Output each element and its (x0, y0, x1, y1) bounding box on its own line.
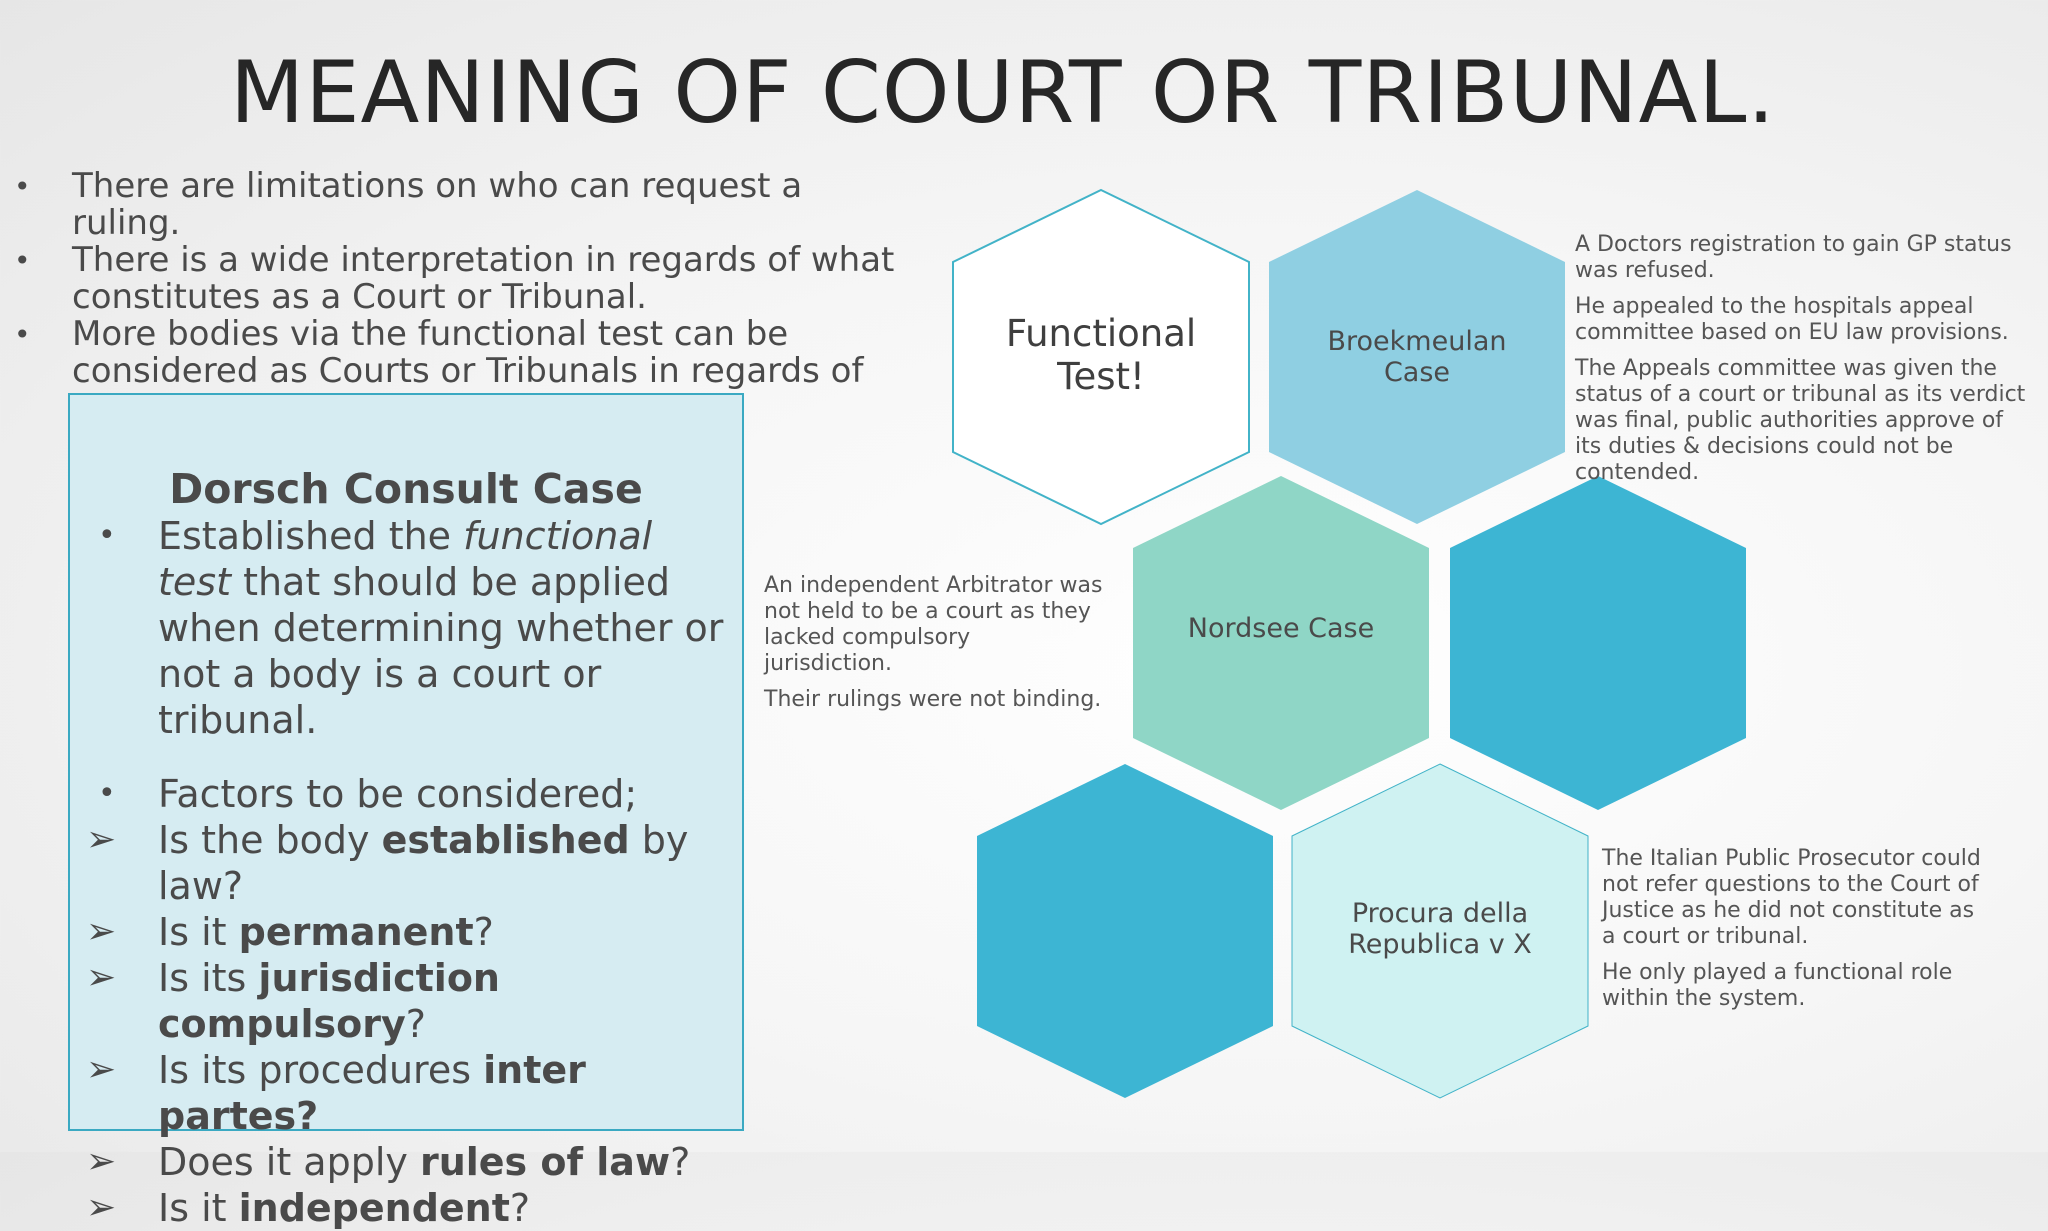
blue-hexagon-right (1450, 476, 1746, 810)
arrow-bullet-icon: ➢ (86, 1187, 117, 1228)
broekmeulan-label: Broekmeulan Case (1327, 326, 1507, 388)
broekmeulan-hexagon (1269, 190, 1565, 524)
functional-test-emphasis: functional test (158, 514, 653, 604)
blue-hexagon-left (977, 764, 1273, 1098)
procura-notes: The Italian Public Prosecutor could not … (1602, 846, 1981, 1011)
functional-test-label: Functional Test! (1005, 312, 1197, 398)
factor-keyword: permanent (238, 910, 474, 954)
nordsee-hexagon (1133, 476, 1429, 810)
factor-question: ➢Is the body established by law? (86, 818, 689, 908)
intro-bullet: There are limitations on who can request… (14, 168, 914, 242)
factor-keyword: jurisdiction compulsory (158, 956, 500, 1046)
arrow-bullet-icon: ➢ (86, 911, 117, 952)
factor-keyword: inter partes? (158, 1048, 586, 1138)
nordsee-notes: An independent Arbitrator was not held t… (764, 573, 1103, 712)
established-item: •Established the functional test that sh… (98, 514, 724, 742)
functional-test-hexagon (952, 188, 1250, 526)
panel-heading: Dorsch Consult Case (169, 465, 643, 513)
factor-question: ➢Is it independent? (86, 1186, 531, 1230)
intro-bullet-list: There are limitations on who can request… (14, 168, 914, 427)
factor-question: ➢Is it permanent? (86, 910, 494, 954)
broekmeulan-notes: A Doctors registration to gain GP status… (1575, 232, 2026, 485)
procura-hexagon (1291, 763, 1589, 1099)
bullet-marker: • (98, 776, 116, 811)
arrow-bullet-icon: ➢ (86, 1049, 117, 1090)
procura-label: Procura della Republica v X (1348, 898, 1532, 960)
intro-bullet: There is a wide interpretation in regard… (14, 242, 914, 316)
factor-keyword: established (381, 818, 630, 862)
hexagon-diagram (952, 188, 1746, 1099)
slide-title: MEANING OF COURT OR TRIBUNAL. (230, 43, 1776, 143)
factors-intro-item: •Factors to be considered; (98, 772, 638, 816)
arrow-bullet-icon: ➢ (86, 819, 117, 860)
factor-keyword: independent (238, 1186, 510, 1230)
factor-question: ➢Is its procedures inter partes? (86, 1048, 586, 1138)
arrow-bullet-icon: ➢ (86, 957, 117, 998)
bullet-marker: • (98, 518, 116, 553)
nordsee-label: Nordsee Case (1187, 613, 1375, 644)
factor-question: ➢Is its jurisdiction compulsory? (86, 956, 500, 1046)
